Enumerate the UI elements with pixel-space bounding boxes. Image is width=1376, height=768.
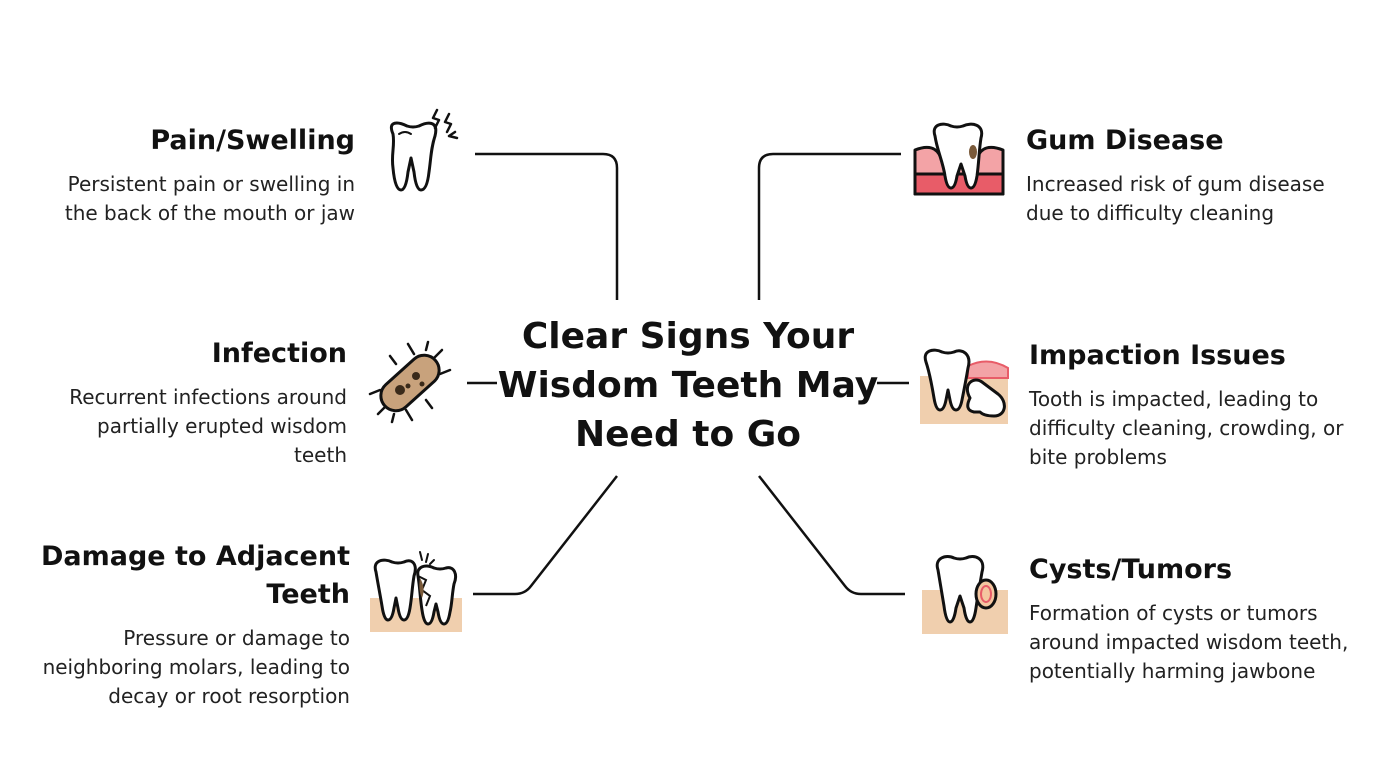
cracked-molars-icon — [370, 551, 462, 632]
connector-damage — [473, 475, 618, 596]
sign-description: Increased risk of gum disease due to dif… — [1026, 172, 1325, 225]
tooth-cyst-icon — [922, 555, 1008, 634]
sign-heading: Damage to Adjacent Teeth — [40, 541, 350, 610]
sign-description: Persistent pain or swelling in the back … — [64, 172, 355, 225]
connector-cysts — [758, 475, 905, 596]
sign-heading: Gum Disease — [1026, 125, 1224, 156]
sign-gum-disease: Gum Disease Increased risk of gum diseas… — [1026, 122, 1346, 228]
sign-cysts-tumors: Cysts/Tumors Formation of cysts or tumor… — [1029, 551, 1349, 686]
connector-pain — [475, 152, 619, 300]
sign-description: Recurrent infections around partially er… — [69, 385, 347, 467]
sign-heading: Cysts/Tumors — [1029, 554, 1233, 585]
sign-heading: Impaction Issues — [1029, 340, 1286, 371]
impacted-tooth-icon — [920, 348, 1009, 424]
sign-description: Formation of cysts or tumors around impa… — [1029, 601, 1349, 683]
sign-infection: Infection Recurrent infections around pa… — [40, 335, 347, 470]
sign-damage-adjacent-teeth: Damage to Adjacent Teeth Pressure or dam… — [30, 538, 350, 711]
tooth-gum-icon — [913, 122, 1005, 196]
center-title: Clear Signs Your Wisdom Teeth May Need t… — [497, 316, 879, 455]
sign-heading: Infection — [211, 338, 347, 369]
sign-heading: Pain/Swelling — [150, 125, 355, 156]
sign-pain-swelling: Pain/Swelling Persistent pain or swellin… — [40, 122, 355, 228]
connector-gum — [757, 152, 901, 300]
bacteria-icon — [368, 340, 452, 424]
tooth-pain-icon — [390, 108, 459, 192]
sign-impaction-issues: Impaction Issues Tooth is impacted, lead… — [1029, 337, 1359, 472]
sign-description: Tooth is impacted, leading to difficulty… — [1029, 387, 1344, 469]
sign-description: Pressure or damage to neighboring molars… — [42, 626, 350, 708]
